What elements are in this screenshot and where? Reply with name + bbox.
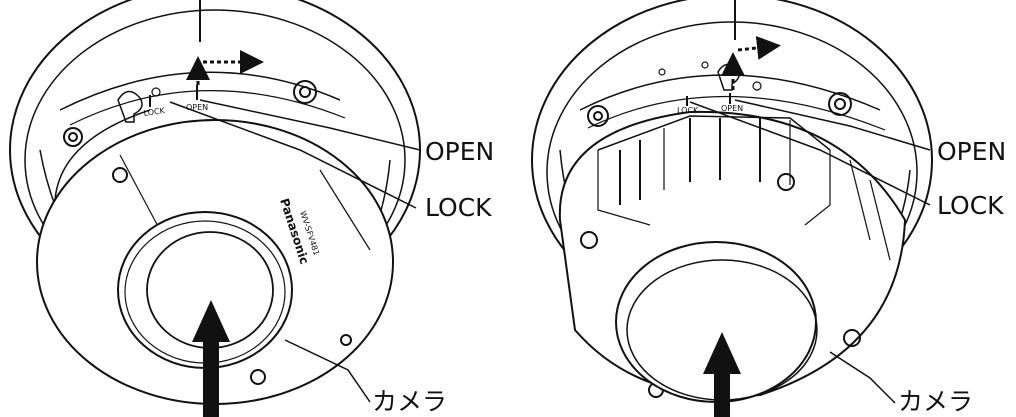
- left-bolt-icon: [340, 334, 352, 346]
- left-camera-figure: [9, 0, 421, 405]
- left-rotation-indicator: [186, 0, 264, 85]
- left-ring-open-mark: OPEN: [186, 103, 208, 112]
- left-screw-icon: [63, 127, 83, 147]
- left-push-arrow-icon: [192, 300, 230, 417]
- right-bolt-icon: [777, 173, 795, 191]
- left-bolt-icon: [112, 167, 128, 183]
- right-open-callout: OPEN: [937, 137, 1006, 166]
- right-screw-icon: [828, 92, 852, 116]
- right-rotate-arrow-icon: [737, 36, 781, 60]
- left-lock-callout: LOCK: [425, 193, 492, 222]
- left-screw-icon: [293, 80, 317, 104]
- right-screw-icon: [587, 105, 609, 127]
- left-open-callout: OPEN: [425, 137, 494, 166]
- right-lock-callout: LOCK: [937, 191, 1004, 220]
- right-push-arrow-icon: [703, 332, 741, 417]
- right-bolt-icon: [843, 329, 861, 347]
- left-keyhole-icon: [117, 90, 143, 123]
- right-ring-lock-mark: LOCK: [677, 106, 699, 115]
- left-leader-lines: [169, 99, 421, 403]
- right-bolt-icon: [580, 231, 598, 249]
- right-rotation-indicator: [721, 0, 781, 90]
- left-bolt-icon: [250, 369, 266, 385]
- right-leader-lines: [689, 99, 931, 404]
- right-camera-callout: カメラ: [898, 387, 973, 416]
- right-ring-open-mark: OPEN: [721, 104, 743, 113]
- right-keyhole-icon: [717, 63, 740, 91]
- left-camera-callout: カメラ: [372, 387, 447, 416]
- left-ring-lock-mark: LOCK: [143, 106, 166, 118]
